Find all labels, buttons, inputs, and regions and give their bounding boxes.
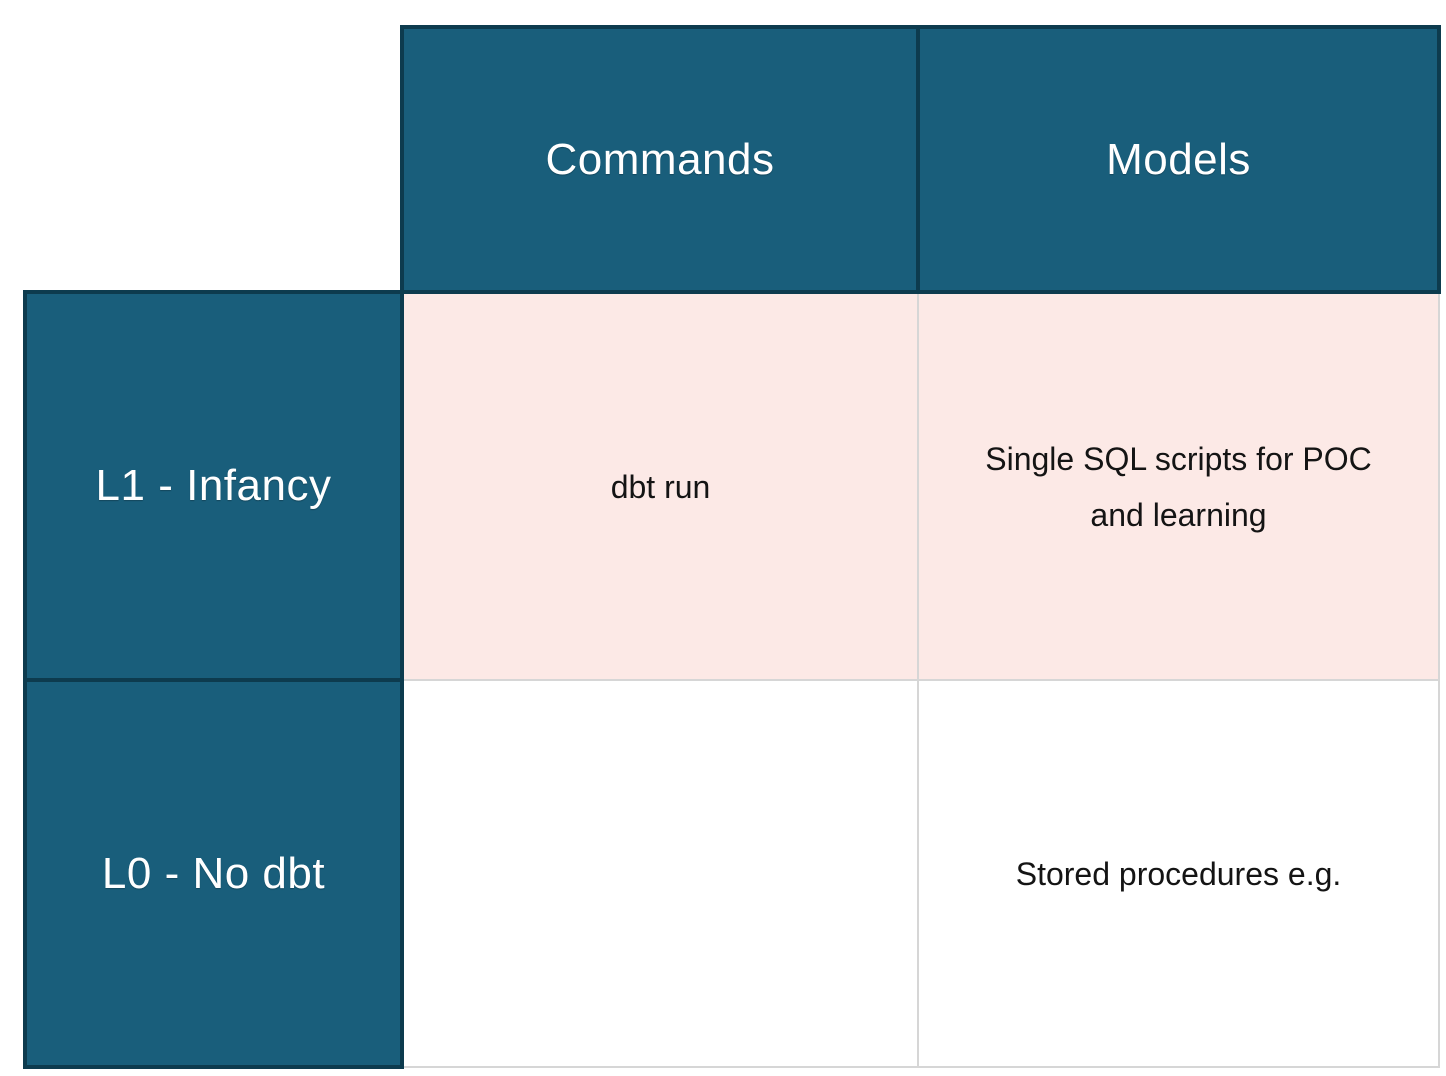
cell-l1-models: Single SQL scripts for POC and learning — [917, 291, 1440, 681]
table-row-l1-infancy: L1 - Infancy dbt run Single SQL scripts … — [23, 290, 1440, 682]
column-header-commands: Commands — [400, 25, 920, 294]
corner-spacer — [25, 27, 402, 292]
row-header-l1-infancy: L1 - Infancy — [23, 290, 404, 682]
row-header-l0-no-dbt: L0 - No dbt — [23, 678, 404, 1069]
dbt-maturity-table: Commands Models L1 - Infancy dbt run Sin… — [23, 25, 1441, 1069]
header-row: Commands Models — [25, 25, 1441, 294]
cell-l0-commands — [401, 679, 919, 1068]
cell-l0-models: Stored procedures e.g. — [917, 679, 1440, 1068]
table-row-l0-no-dbt: L0 - No dbt Stored procedures e.g. — [23, 678, 1440, 1069]
column-header-models: Models — [916, 25, 1441, 294]
cell-l1-commands: dbt run — [401, 291, 919, 681]
